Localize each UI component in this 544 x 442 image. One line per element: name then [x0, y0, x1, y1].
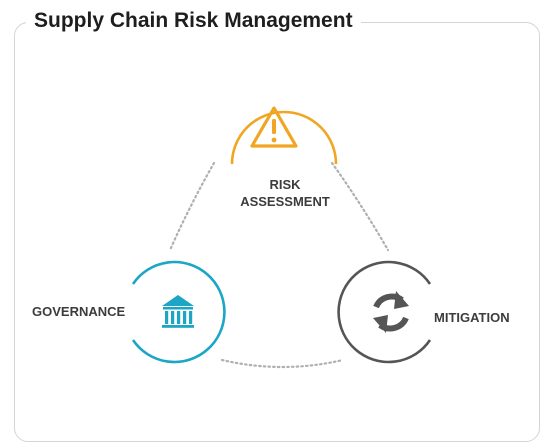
governance-ring	[131, 260, 226, 364]
risk-assessment-label-line2: ASSESSMENT	[240, 194, 330, 209]
risk-assessment-ring	[230, 110, 338, 165]
warning-icon	[250, 106, 298, 148]
governance-label: GOVERNANCE	[32, 304, 126, 319]
risk-assessment-label-line1: RISK	[269, 177, 301, 192]
sync-arrows-icon	[373, 291, 409, 333]
connector-risk-to-mitigation	[330, 161, 390, 252]
connector-governance-to-mitigation	[220, 358, 345, 369]
connector-risk-to-governance	[168, 161, 216, 252]
mitigation-ring	[337, 260, 432, 364]
bank-building-icon	[162, 295, 194, 328]
node-risk-assessment	[230, 106, 338, 165]
risk-assessment-label: RISK ASSESSMENT	[210, 176, 360, 210]
node-governance	[131, 260, 226, 364]
node-mitigation	[337, 260, 432, 364]
mitigation-label: MITIGATION	[434, 310, 510, 325]
diagram-title: Supply Chain Risk Management	[26, 6, 361, 36]
